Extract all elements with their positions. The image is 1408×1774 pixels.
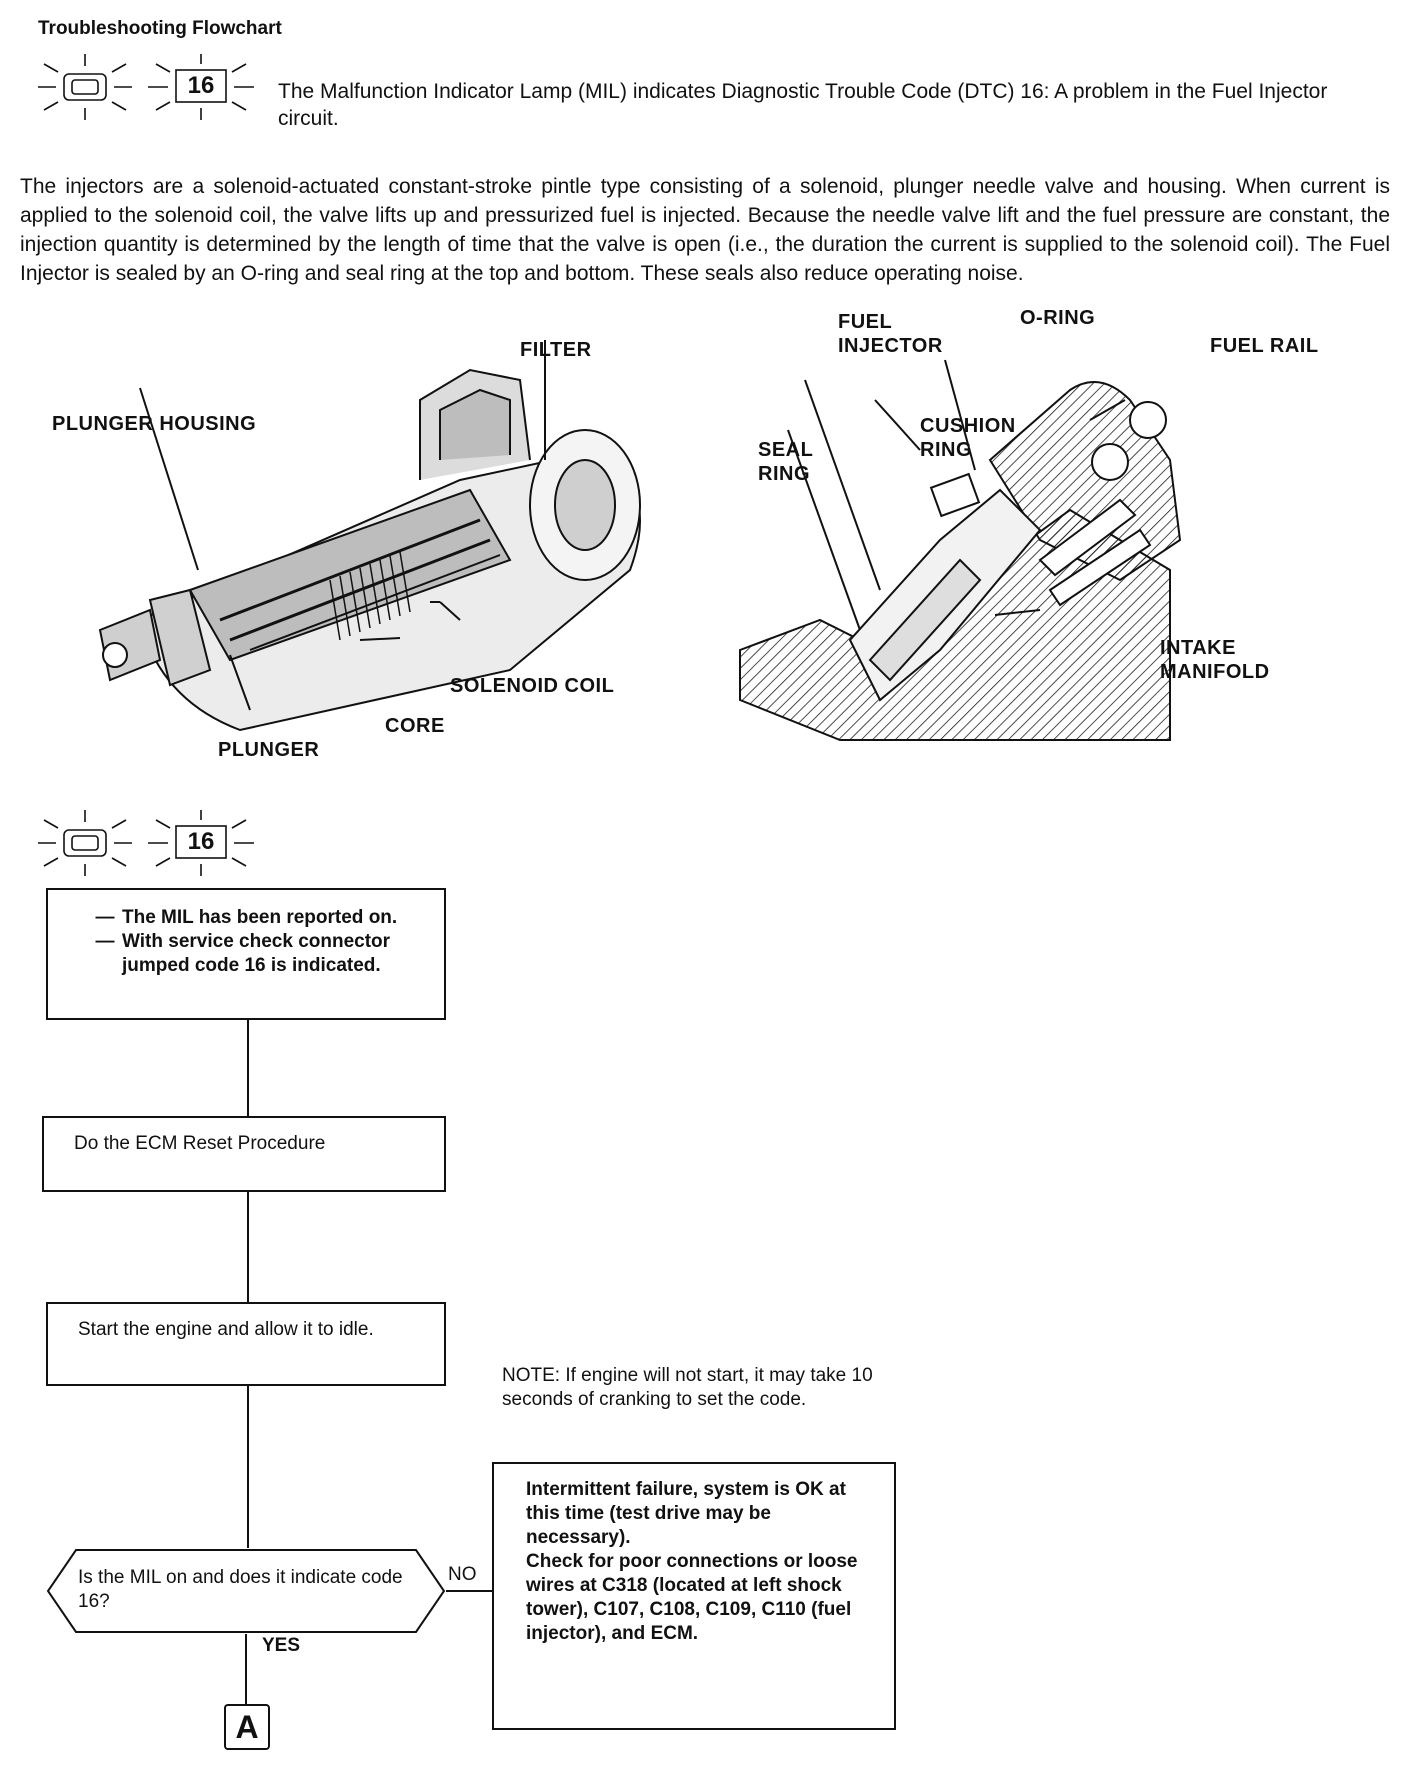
label-o-ring: O-RING — [1020, 307, 1096, 329]
decision-shape — [46, 1549, 446, 1633]
start-engine-text: Start the engine and allow it to idle. — [78, 1319, 374, 1340]
injector-cutaway-diagram: FILTER PLUNGER HOUSING SOLENOID COIL COR… — [40, 339, 680, 761]
no-label: NO — [448, 1564, 477, 1585]
installation-drawing — [739, 359, 1182, 741]
intermittent-text-2: Check for poor connections or loose wire… — [526, 1551, 858, 1644]
label-plunger-housing: PLUNGER HOUSING — [52, 413, 257, 435]
mil-indicator-flowchart: 16 — [36, 808, 276, 878]
flow-line-3 — [247, 1386, 249, 1548]
yes-label: YES — [262, 1635, 301, 1656]
check-engine-icon — [38, 810, 254, 876]
intermittent-box: Intermittent failure, system is OK at th… — [492, 1462, 896, 1730]
injector-drawing — [98, 340, 641, 732]
intro-text: The Malfunction Indicator Lamp (MIL) ind… — [278, 80, 1328, 130]
ecm-reset-box: Do the ECM Reset Procedure — [42, 1116, 446, 1192]
label-intake-manifold-2: MANIFOLD — [1160, 661, 1270, 683]
installation-diagram: FUEL INJECTOR O-RING FUEL RAIL SEAL RING… — [739, 307, 1340, 760]
intermittent-text-1: Intermittent failure, system is OK at th… — [526, 1479, 846, 1548]
connector-a: A — [224, 1704, 270, 1750]
no-branch-line — [446, 1590, 492, 1592]
decision-text: Is the MIL on and does it indicate code … — [78, 1567, 403, 1612]
label-intake-manifold-1: INTAKE — [1160, 637, 1236, 659]
page-title: Troubleshooting Flowchart — [38, 18, 282, 39]
label-core: CORE — [385, 715, 445, 737]
label-fuel-rail: FUEL RAIL — [1210, 335, 1319, 357]
start-box: — The MIL has been reported on. — With s… — [46, 888, 446, 1020]
description-paragraph: The injectors are a solenoid-actuated co… — [20, 175, 1390, 285]
flow-line-2 — [247, 1192, 249, 1302]
start-engine-box: Start the engine and allow it to idle. — [46, 1302, 446, 1386]
label-seal-ring-2: RING — [758, 463, 810, 485]
dtc-code: 16 — [187, 828, 215, 855]
label-fuel-injector-1: FUEL — [838, 311, 893, 333]
label-solenoid-coil: SOLENOID COIL — [450, 675, 615, 697]
label-seal-ring-1: SEAL — [758, 439, 814, 461]
start-item-2: — With service check connector jumped co… — [95, 931, 391, 976]
label-cushion-ring-1: CUSHION — [920, 415, 1016, 437]
mil-indicator-top: 16 — [36, 52, 276, 122]
label-filter: FILTER — [520, 339, 592, 361]
dtc-code: 16 — [187, 72, 215, 99]
label-plunger: PLUNGER — [218, 739, 320, 761]
start-item-1: — The MIL has been reported on. — [95, 907, 398, 928]
ecm-reset-text: Do the ECM Reset Procedure — [74, 1133, 326, 1154]
yes-branch-line — [245, 1634, 247, 1704]
connector-a-label: A — [235, 1709, 259, 1745]
label-cushion-ring-2: RING — [920, 439, 972, 461]
flow-line-1 — [247, 1020, 249, 1116]
check-engine-icon — [38, 54, 254, 120]
note-text: NOTE: If engine will not start, it may t… — [502, 1365, 873, 1410]
label-fuel-injector-2: INJECTOR — [838, 335, 943, 357]
